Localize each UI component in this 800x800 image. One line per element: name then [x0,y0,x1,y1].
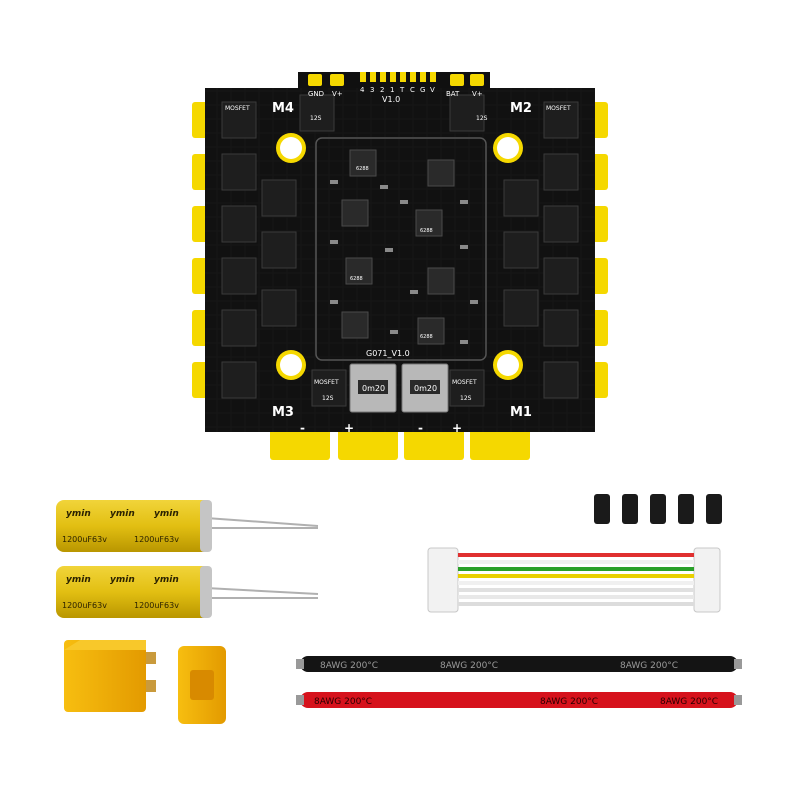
chip-label-c: 6288 [350,276,363,282]
polarity-minus-left: - [300,421,305,435]
grommets [594,494,722,524]
chip-label-a: 6288 [356,166,369,172]
mosfets-left [221,101,297,399]
polarity-minus-right: - [418,421,423,435]
xt-connector [64,640,226,724]
red-wire: 8AWG 200°C 8AWG 200°C 8AWG 200°C [296,692,742,708]
mosfet-label-c: MOSFET [314,379,339,386]
motor-label-m3: M3 [272,405,294,420]
signal-label-4: 4 [360,86,365,94]
chip-label-d: 6288 [420,334,433,340]
motor-label-m4: M4 [272,101,294,116]
motor-label-m2: M2 [510,101,532,116]
mosfet-rating-a: 12S [310,115,322,122]
signal-label-v: V [430,86,435,94]
chip-label-b: 6288 [420,228,433,234]
passive-components [330,180,478,344]
capacitor-top-rating-a: 1200uF63v [62,535,107,544]
black-wire: 8AWG 200°C 8AWG 200°C 8AWG 200°C [296,656,742,672]
pad-label-gnd: GND [308,90,324,98]
esc-board: M4 M2 M3 M1 GND V+ BAT V+ 4 3 2 1 T C G … [192,72,608,460]
red-wire-label-a: 8AWG 200°C [314,697,372,707]
shunt-resistors [349,363,449,413]
black-wire-label-b: 8AWG 200°C [440,661,498,671]
black-wire-label-c: 8AWG 200°C [620,661,678,671]
power-pads [270,420,530,460]
pad-label-vplus-left: V+ [332,90,343,98]
board-name-label: G071_V1.0 [366,349,410,358]
version-label: V1.0 [382,95,400,104]
capacitor-top-brand-c: ymin [154,509,179,519]
pad-label-vplus-right: V+ [472,90,483,98]
driver-chips [341,149,455,345]
pad-label-bat: BAT [446,90,460,98]
red-wire-label-c: 8AWG 200°C [660,697,718,707]
capacitor-top-rating-b: 1200uF63v [134,535,179,544]
shunt-label-right: 0m20 [414,384,437,393]
black-wire-label-a: 8AWG 200°C [320,661,378,671]
capacitor-bottom-rating-b: 1200uF63v [134,601,179,610]
controller-area [315,137,487,361]
capacitor-bottom: ymin ymin ymin 1200uF63v 1200uF63v [56,566,319,618]
capacitor-top: ymin ymin ymin 1200uF63v 1200uF63v [56,500,319,552]
capacitor-bottom-rating-a: 1200uF63v [62,601,107,610]
signal-cable [427,547,721,613]
signal-label-1: 1 [390,86,394,94]
polarity-plus-left: + [344,421,354,435]
capacitor-bottom-brand-a: ymin [66,575,91,585]
capacitor-bottom-brand-b: ymin [110,575,135,585]
mosfets-right [299,94,579,407]
mosfet-label-a: MOSFET [225,105,250,112]
capacitor-bottom-brand-c: ymin [154,575,179,585]
signal-label-2: 2 [380,86,384,94]
signal-label-c: C [410,86,415,94]
mosfet-label-b: MOSFET [546,105,571,112]
polarity-plus-right: + [452,421,462,435]
mounting-holes [276,133,523,380]
capacitor-top-brand-b: ymin [110,509,135,519]
signal-label-3: 3 [370,86,374,94]
mosfet-rating-b: 12S [476,115,488,122]
signal-label-g: G [420,86,425,94]
capacitor-top-brand-a: ymin [66,509,91,519]
signal-pads [308,72,484,86]
mosfet-label-d: MOSFET [452,379,477,386]
signal-label-t: T [399,86,405,94]
mosfet-rating-c: 12S [322,395,334,402]
shunt-label-left: 0m20 [362,384,385,393]
motor-label-m1: M1 [510,405,532,420]
mosfet-rating-d: 12S [460,395,472,402]
red-wire-label-b: 8AWG 200°C [540,697,598,707]
